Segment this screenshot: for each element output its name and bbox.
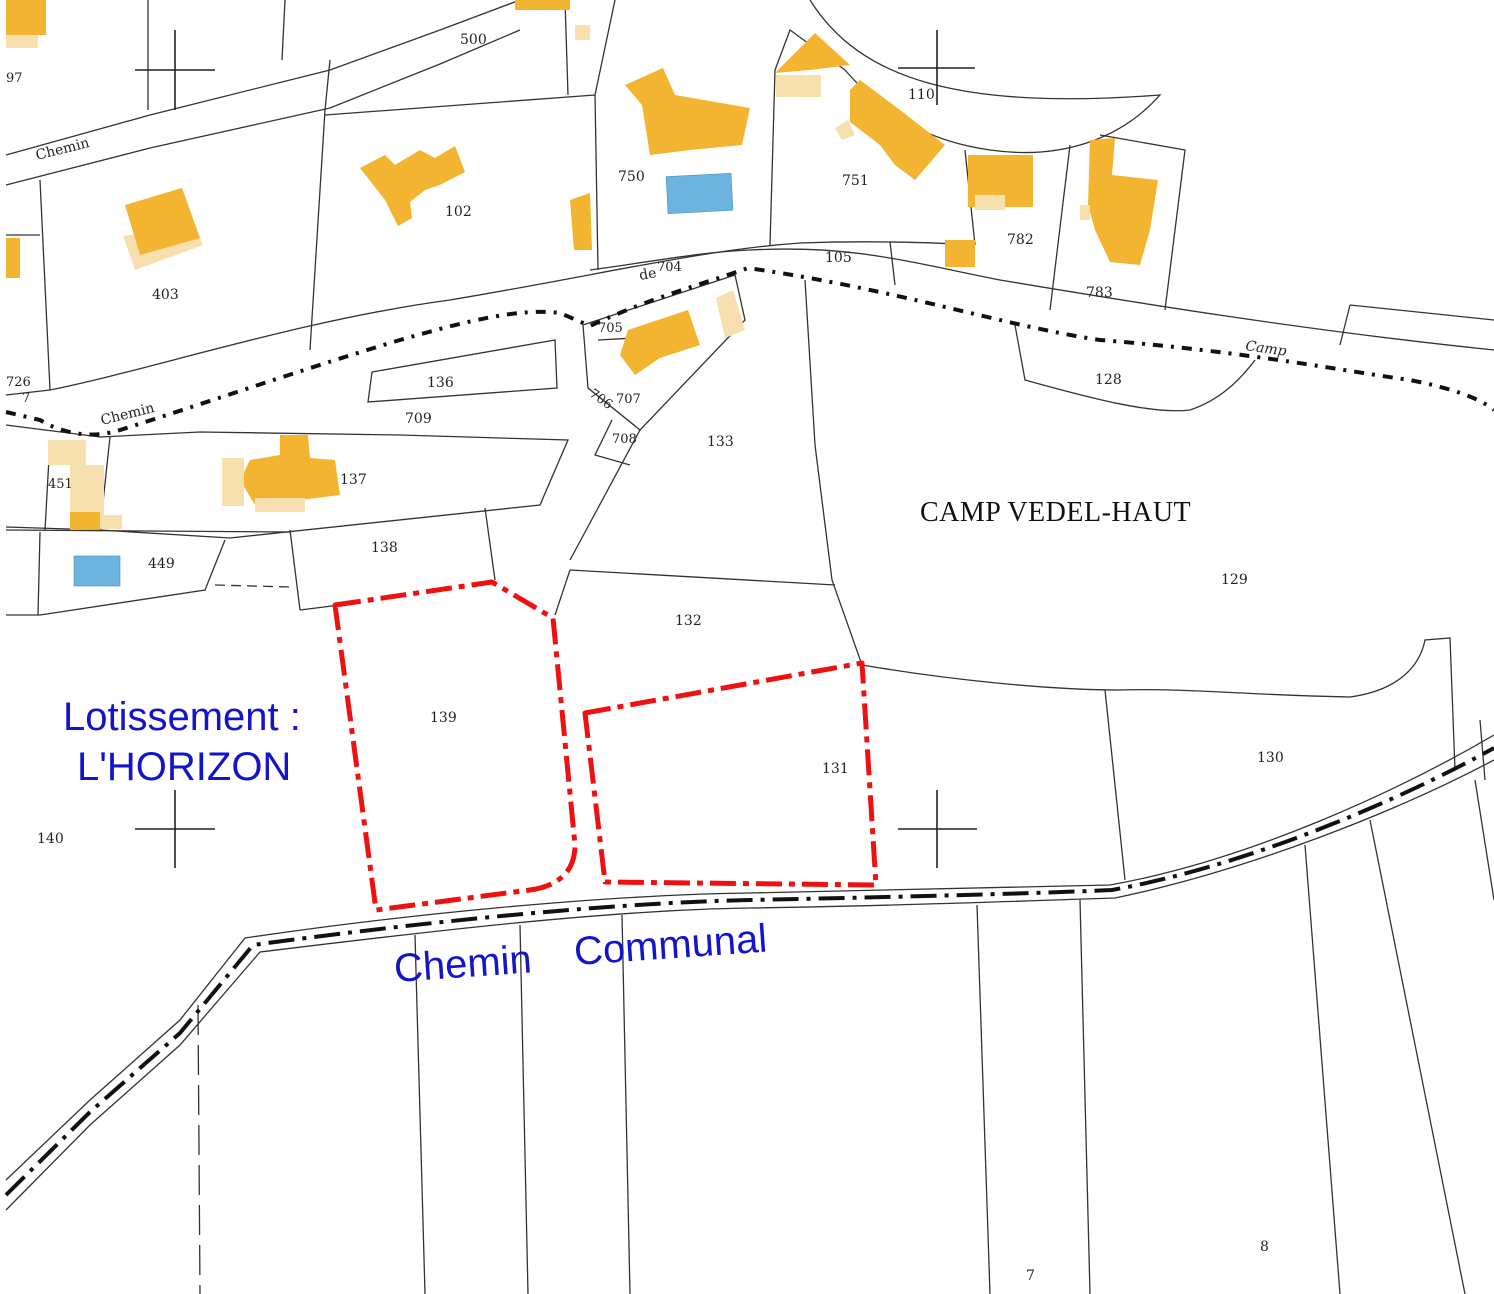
road-annotation-chemin: Chemin (393, 937, 534, 991)
parcel-num-129: 129 (1221, 572, 1248, 588)
parcel-numbers: 97 500 110 750 751 102 403 782 783 105 7… (6, 32, 1284, 1284)
road-label-de: de (638, 265, 658, 284)
parcel-num-132: 132 (675, 613, 702, 629)
parcel-num-128: 128 (1095, 372, 1122, 388)
parcel-num-97: 97 (6, 71, 23, 86)
parcel-num-105: 105 (825, 250, 852, 266)
subdivision-label-line1: Lotissement : (63, 695, 301, 739)
annotations: Lotissement : L'HORIZON Chemin Communal (63, 695, 769, 991)
parcel-num-7-small: 7 (22, 391, 30, 406)
parcel-num-707: 707 (616, 392, 641, 407)
parcel-num-133: 133 (707, 434, 734, 450)
parcel-131-outline (582, 660, 879, 888)
parcel-boundaries (5, 0, 1494, 1294)
road-label-chemin-mid: Chemin (99, 400, 156, 429)
parcel-num-449: 449 (148, 556, 175, 572)
parcel-num-704: 704 (657, 260, 682, 275)
parcel-num-708: 708 (612, 432, 637, 447)
parcel-num-138: 138 (371, 540, 398, 556)
highlighted-parcels (332, 579, 879, 913)
road-label-camp: Camp (1244, 338, 1287, 360)
parcel-num-403: 403 (152, 287, 179, 303)
parcel-num-726: 726 (6, 375, 31, 390)
buildings (6, 0, 1158, 587)
parcel-num-782: 782 (1007, 232, 1034, 248)
parcel-num-783: 783 (1086, 285, 1113, 301)
parcel-num-130: 130 (1257, 750, 1284, 766)
subdivision-label-line2: L'HORIZON (77, 745, 291, 789)
road-axes (4, 265, 1494, 1197)
parcel-num-500: 500 (460, 32, 487, 48)
parcel-num-137: 137 (340, 472, 367, 488)
parcel-num-140: 140 (37, 831, 64, 847)
parcel-num-709: 709 (405, 411, 432, 427)
parcel-num-136: 136 (427, 375, 454, 391)
parcel-num-751: 751 (842, 173, 869, 189)
parcel-num-750: 750 (618, 169, 645, 185)
place-name: CAMP VEDEL-HAUT (920, 497, 1191, 528)
parcel-num-131: 131 (822, 761, 849, 777)
parcel-num-8: 8 (1260, 1239, 1269, 1255)
parcel-139-outline (332, 579, 578, 913)
survey-crosses (135, 30, 977, 868)
parcel-num-102: 102 (445, 204, 472, 220)
parcel-num-705: 705 (598, 321, 623, 336)
road-annotation-communal: Communal (573, 917, 769, 974)
parcel-num-7: 7 (1026, 1268, 1035, 1284)
parcel-num-139: 139 (430, 710, 457, 726)
parcel-num-451: 451 (48, 477, 73, 492)
parcel-num-110: 110 (908, 87, 935, 103)
